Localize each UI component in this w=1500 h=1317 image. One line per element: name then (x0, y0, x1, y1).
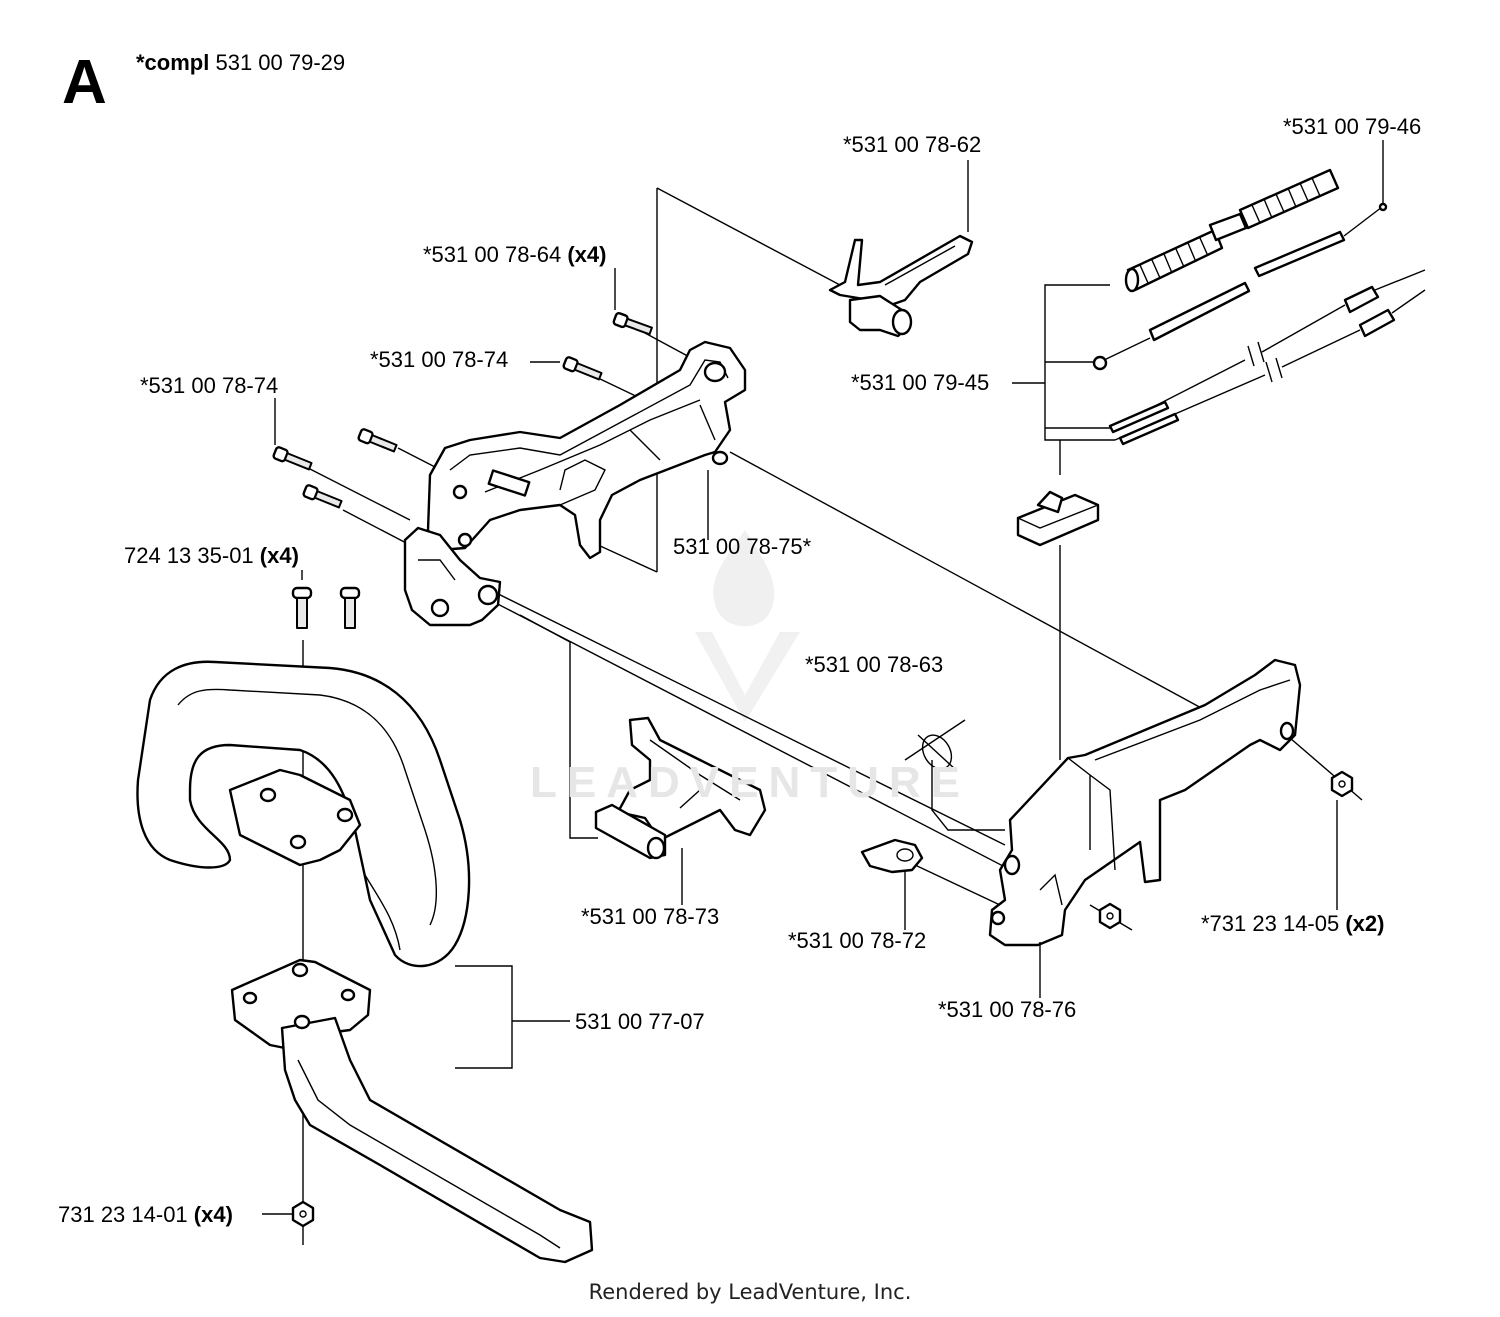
loop-handle-part (136, 660, 594, 1264)
screw-parts (272, 312, 653, 629)
callout-label: 731 23 14-01 (x4) (58, 1202, 233, 1227)
nut-parts (291, 770, 1354, 1228)
watermark-text: LEADVENTURE (529, 758, 971, 807)
lower-housing-part (988, 658, 1302, 947)
footer-credit: Rendered by LeadVenture, Inc. (588, 1280, 912, 1304)
callout-label: *531 00 79-45 (851, 370, 990, 395)
callout-label: *531 00 78-72 (788, 928, 927, 953)
compl-number: 531 00 79-29 (215, 50, 346, 75)
upper-housing-part (426, 340, 747, 560)
callout-label: *531 00 78-76 (938, 997, 1077, 1022)
trigger-lever-part (828, 234, 974, 338)
callout-label: *531 00 78-63 (805, 652, 944, 677)
handle-leader (262, 140, 1384, 1215)
callout-label: *531 00 78-74 (370, 347, 509, 372)
callout-label: *731 23 14-05 (x2) (1201, 911, 1385, 936)
housing-end-part (403, 526, 502, 627)
watermark-logo (695, 530, 800, 722)
callout-label: *531 00 78-74 (140, 373, 279, 398)
callout-label: *531 00 78-62 (843, 132, 982, 157)
spring-part (904, 719, 966, 771)
lockout-lever-part (594, 716, 767, 860)
clip-part (860, 838, 924, 874)
stop-switch-part (1016, 490, 1100, 547)
callout-label: *531 00 78-73 (581, 904, 720, 929)
callout-label: 724 13 35-01 (x4) (124, 543, 299, 568)
callout-label: 531 00 78-75* (673, 534, 812, 559)
leader-lines (302, 187, 1363, 1245)
callout-label: 531 00 77-07 (575, 1009, 705, 1034)
complete-assembly-label: *compl 531 00 79-29 (136, 50, 345, 76)
section-letter: A (62, 48, 107, 117)
callout-label: *531 00 78-64 (x4) (423, 242, 607, 267)
throttle-cable-part (1092, 168, 1426, 446)
callout-label: *531 00 79-46 (1283, 114, 1422, 139)
compl-prefix: *compl (136, 50, 210, 75)
